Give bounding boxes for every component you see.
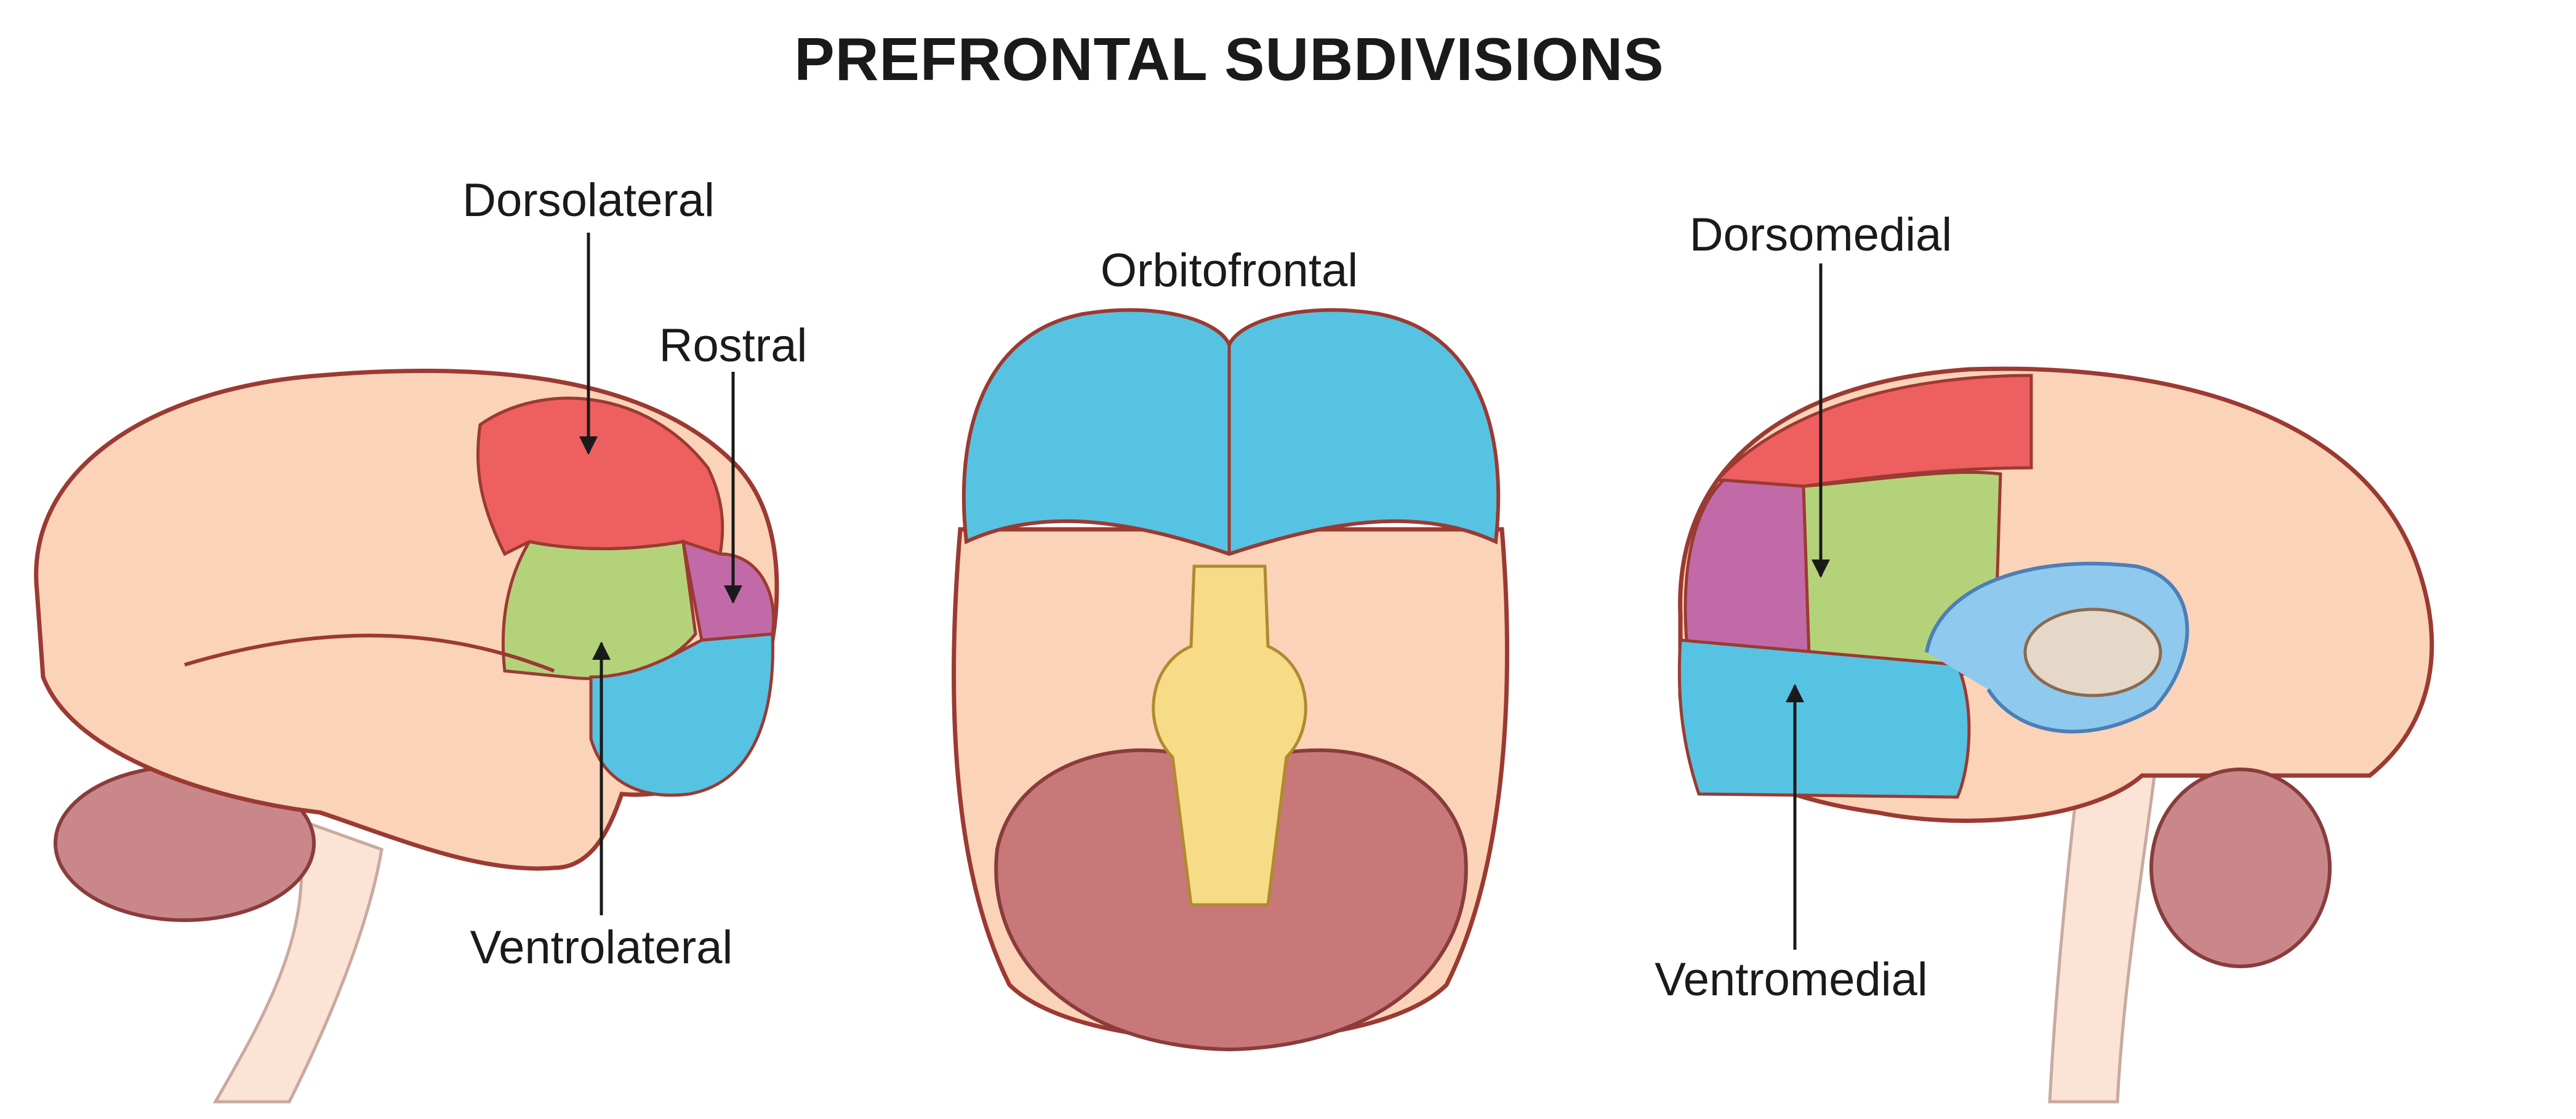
lateral-brain-view <box>34 368 779 1104</box>
orbital-lateral-region <box>589 632 774 797</box>
medial-brain-view <box>1677 366 2434 1104</box>
dorsolateral-region <box>476 396 724 556</box>
orbitofrontal-region <box>961 308 1501 556</box>
label-rostral: Rostral <box>659 319 808 372</box>
cerebellum <box>2149 768 2332 968</box>
inferior-brain-view <box>952 308 1509 1052</box>
label-dorsomedial: Dorsomedial <box>1689 209 1952 261</box>
brainstem <box>1152 564 1307 907</box>
sylvian-fissure <box>184 633 555 673</box>
label-ventrolateral: Ventrolateral <box>470 921 733 974</box>
label-dorsolateral: Dorsolateral <box>462 174 715 227</box>
label-ventromedial: Ventromedial <box>1655 953 1928 1006</box>
thalamus <box>2023 608 2162 697</box>
ventromedial-region <box>1677 638 1971 799</box>
diagram-title: PREFRONTAL SUBDIVISIONS <box>794 25 1664 93</box>
label-orbitofrontal: Orbitofrontal <box>1100 244 1358 297</box>
brainstem <box>2048 755 2156 1104</box>
brainstem <box>212 816 383 1104</box>
dorsomedial-region <box>1714 374 2033 488</box>
rostral-medial-region <box>1683 478 1812 676</box>
